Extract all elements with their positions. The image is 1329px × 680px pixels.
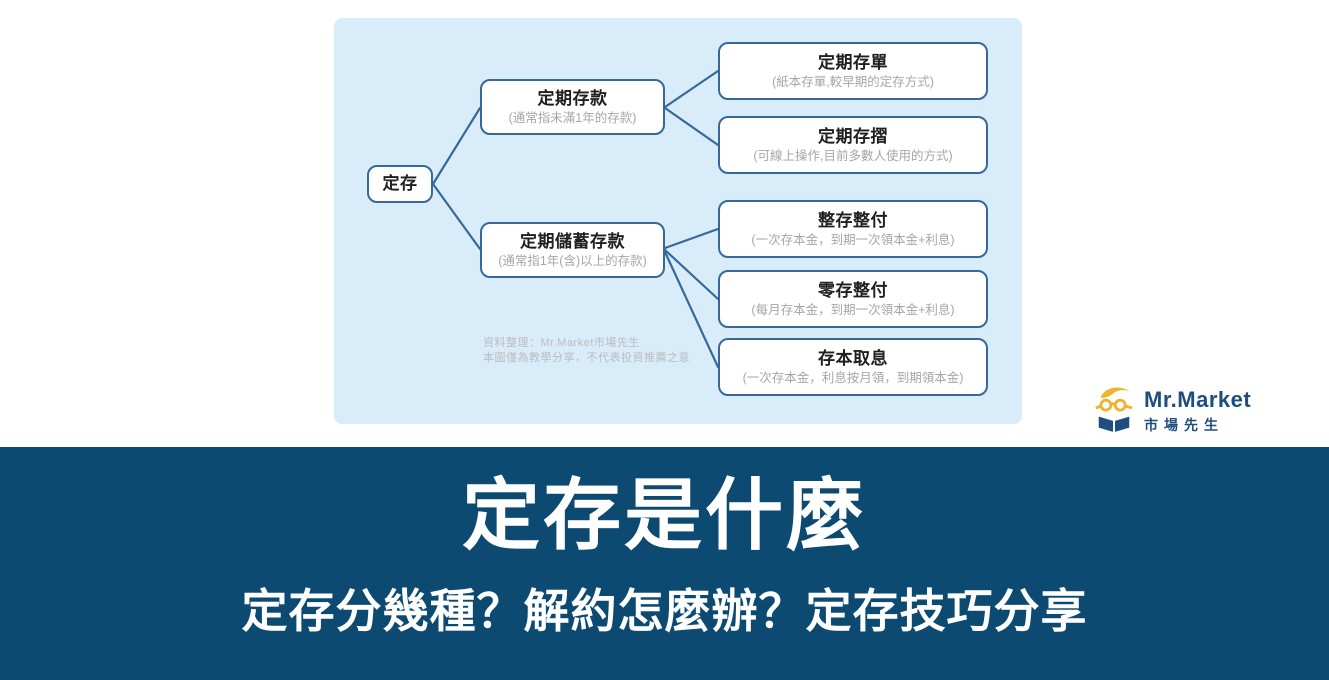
tree-connector-lines (431, 69, 720, 369)
leaf-subtitle: (紙本存單,較早期的定存方式) (772, 74, 934, 89)
cover-banner: 定存是什麼 定存分幾種？解約怎麼辦？定存技巧分享 (0, 447, 1329, 680)
brand-name: Mr.Market (1144, 386, 1252, 412)
leaf-subtitle: (每月存本金，到期一次領本金+利息) (751, 302, 955, 317)
branch-title: 定期儲蓄存款 (520, 231, 625, 251)
mrmarket-mascot-icon (1093, 384, 1135, 437)
tree-node-leaf-monthly-interest: 存本取息 (一次存本金，利息按月領，到期領本金) (718, 338, 988, 396)
leaf-subtitle: (可線上操作,目前多數人使用的方式) (753, 148, 953, 163)
branch-title: 定期存款 (537, 88, 608, 108)
leaf-title: 定期存單 (818, 52, 888, 72)
watermark-line2: 本圖僅為教學分享，不代表投資推薦之意 (483, 352, 690, 364)
root-label: 定存 (382, 174, 418, 194)
tree-node-leaf-monthly-save: 零存整付 (每月存本金，到期一次領本金+利息) (718, 270, 988, 328)
branch-subtitle: (通常指1年(含)以上的存款) (498, 253, 647, 268)
watermark: 資料整理：Mr.Market市場先生 本圖僅為教學分享，不代表投資推薦之意 (483, 336, 690, 366)
tree-node-root: 定存 (367, 165, 433, 203)
leaf-title: 整存整付 (818, 210, 888, 230)
branch-subtitle: (通常指未滿1年的存款) (508, 110, 637, 125)
leaf-title: 定期存摺 (818, 126, 888, 146)
brand-logo: Mr.Market 市場先生 (1093, 384, 1251, 437)
tree-node-branch-time-deposit: 定期存款 (通常指未滿1年的存款) (480, 79, 665, 135)
leaf-subtitle: (一次存本金，利息按月領，到期領本金) (742, 370, 964, 385)
banner-subtitle: 定存分幾種？解約怎麼辦？定存技巧分享 (241, 584, 1088, 637)
tree-node-leaf-passbook: 定期存摺 (可線上操作,目前多數人使用的方式) (718, 116, 988, 174)
leaf-title: 存本取息 (818, 348, 888, 368)
brand-name-zh: 市場先生 (1144, 416, 1224, 433)
tree-node-leaf-lump-sum: 整存整付 (一次存本金，到期一次領本金+利息) (718, 200, 988, 258)
diagram-panel: 定存 定期存款 (通常指未滿1年的存款) 定期儲蓄存款 (通常指1年(含)以上的… (334, 18, 1022, 424)
leaf-subtitle: (一次存本金，到期一次領本金+利息) (751, 232, 955, 247)
brand-text: Mr.Market 市場先生 (1144, 387, 1251, 435)
watermark-line1: 資料整理：Mr.Market市場先生 (483, 337, 640, 349)
banner-title: 定存是什麼 (461, 471, 867, 559)
tree-node-branch-savings-deposit: 定期儲蓄存款 (通常指1年(含)以上的存款) (480, 222, 665, 278)
tree-node-leaf-certificate: 定期存單 (紙本存單,較早期的定存方式) (718, 42, 988, 100)
leaf-title: 零存整付 (818, 280, 888, 300)
